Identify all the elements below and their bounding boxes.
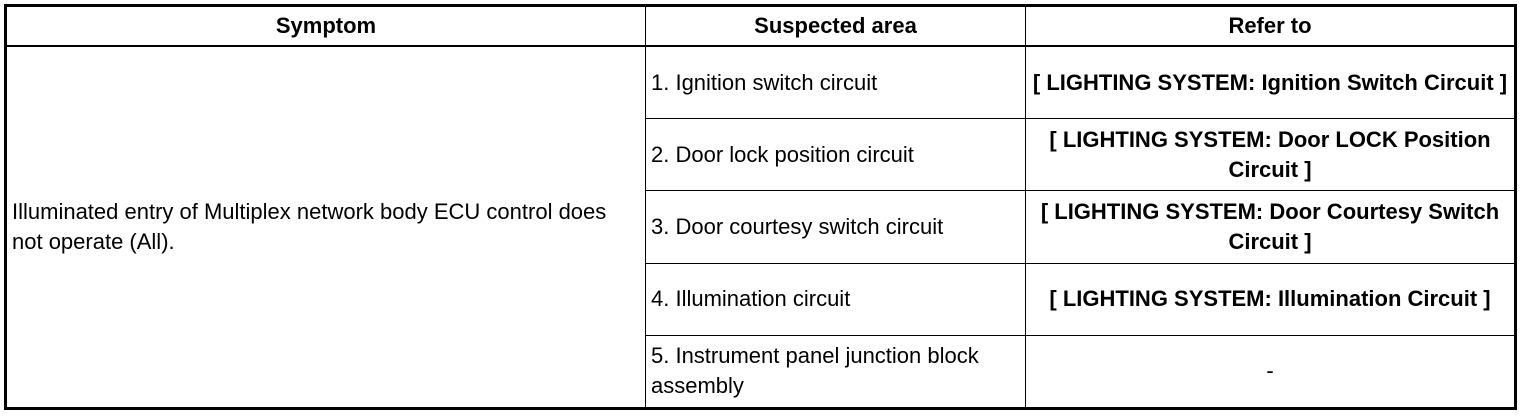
suspected-area-cell: 5. Instrument panel junction block assem… xyxy=(645,334,1026,410)
table-row: 4. Illumination circuit [ LIGHTING SYSTE… xyxy=(6,262,1516,336)
refer-to-link[interactable]: [ LIGHTING SYSTEM: Ignition Switch Circu… xyxy=(1025,45,1516,120)
header-refer-to: Refer to xyxy=(1025,5,1516,47)
refer-to-cell: - xyxy=(1025,334,1516,410)
header-row: Symptom Suspected area Refer to xyxy=(5,5,1516,47)
table-row: 2. Door lock position circuit [ LIGHTING… xyxy=(6,118,1516,192)
refer-to-link[interactable]: [ LIGHTING SYSTEM: Door LOCK Position Ci… xyxy=(1025,118,1516,192)
table-row: 3. Door courtesy switch circuit [ LIGHTI… xyxy=(6,190,1516,264)
suspected-area-cell: 3. Door courtesy switch circuit xyxy=(645,190,1026,264)
table-row: 5. Instrument panel junction block assem… xyxy=(6,334,1516,410)
suspected-area-cell: 4. Illumination circuit xyxy=(645,262,1026,336)
refer-to-link[interactable]: [ LIGHTING SYSTEM: Door Courtesy Switch … xyxy=(1025,190,1516,264)
symptom-cell: Illuminated entry of Multiplex network b… xyxy=(5,45,646,409)
header-suspected-area: Suspected area xyxy=(645,5,1026,47)
diagnosis-table-container: Symptom Suspected area Refer to Illumina… xyxy=(4,4,1517,410)
suspected-area-cell: 1. Ignition switch circuit xyxy=(645,45,1026,120)
header-symptom: Symptom xyxy=(5,5,646,47)
table-row: Illuminated entry of Multiplex network b… xyxy=(5,45,1516,409)
refer-to-link[interactable]: [ LIGHTING SYSTEM: Illumination Circuit … xyxy=(1025,262,1516,336)
symptom-table: Symptom Suspected area Refer to Illumina… xyxy=(4,4,1517,410)
suspected-area-cell: 2. Door lock position circuit xyxy=(645,118,1026,192)
